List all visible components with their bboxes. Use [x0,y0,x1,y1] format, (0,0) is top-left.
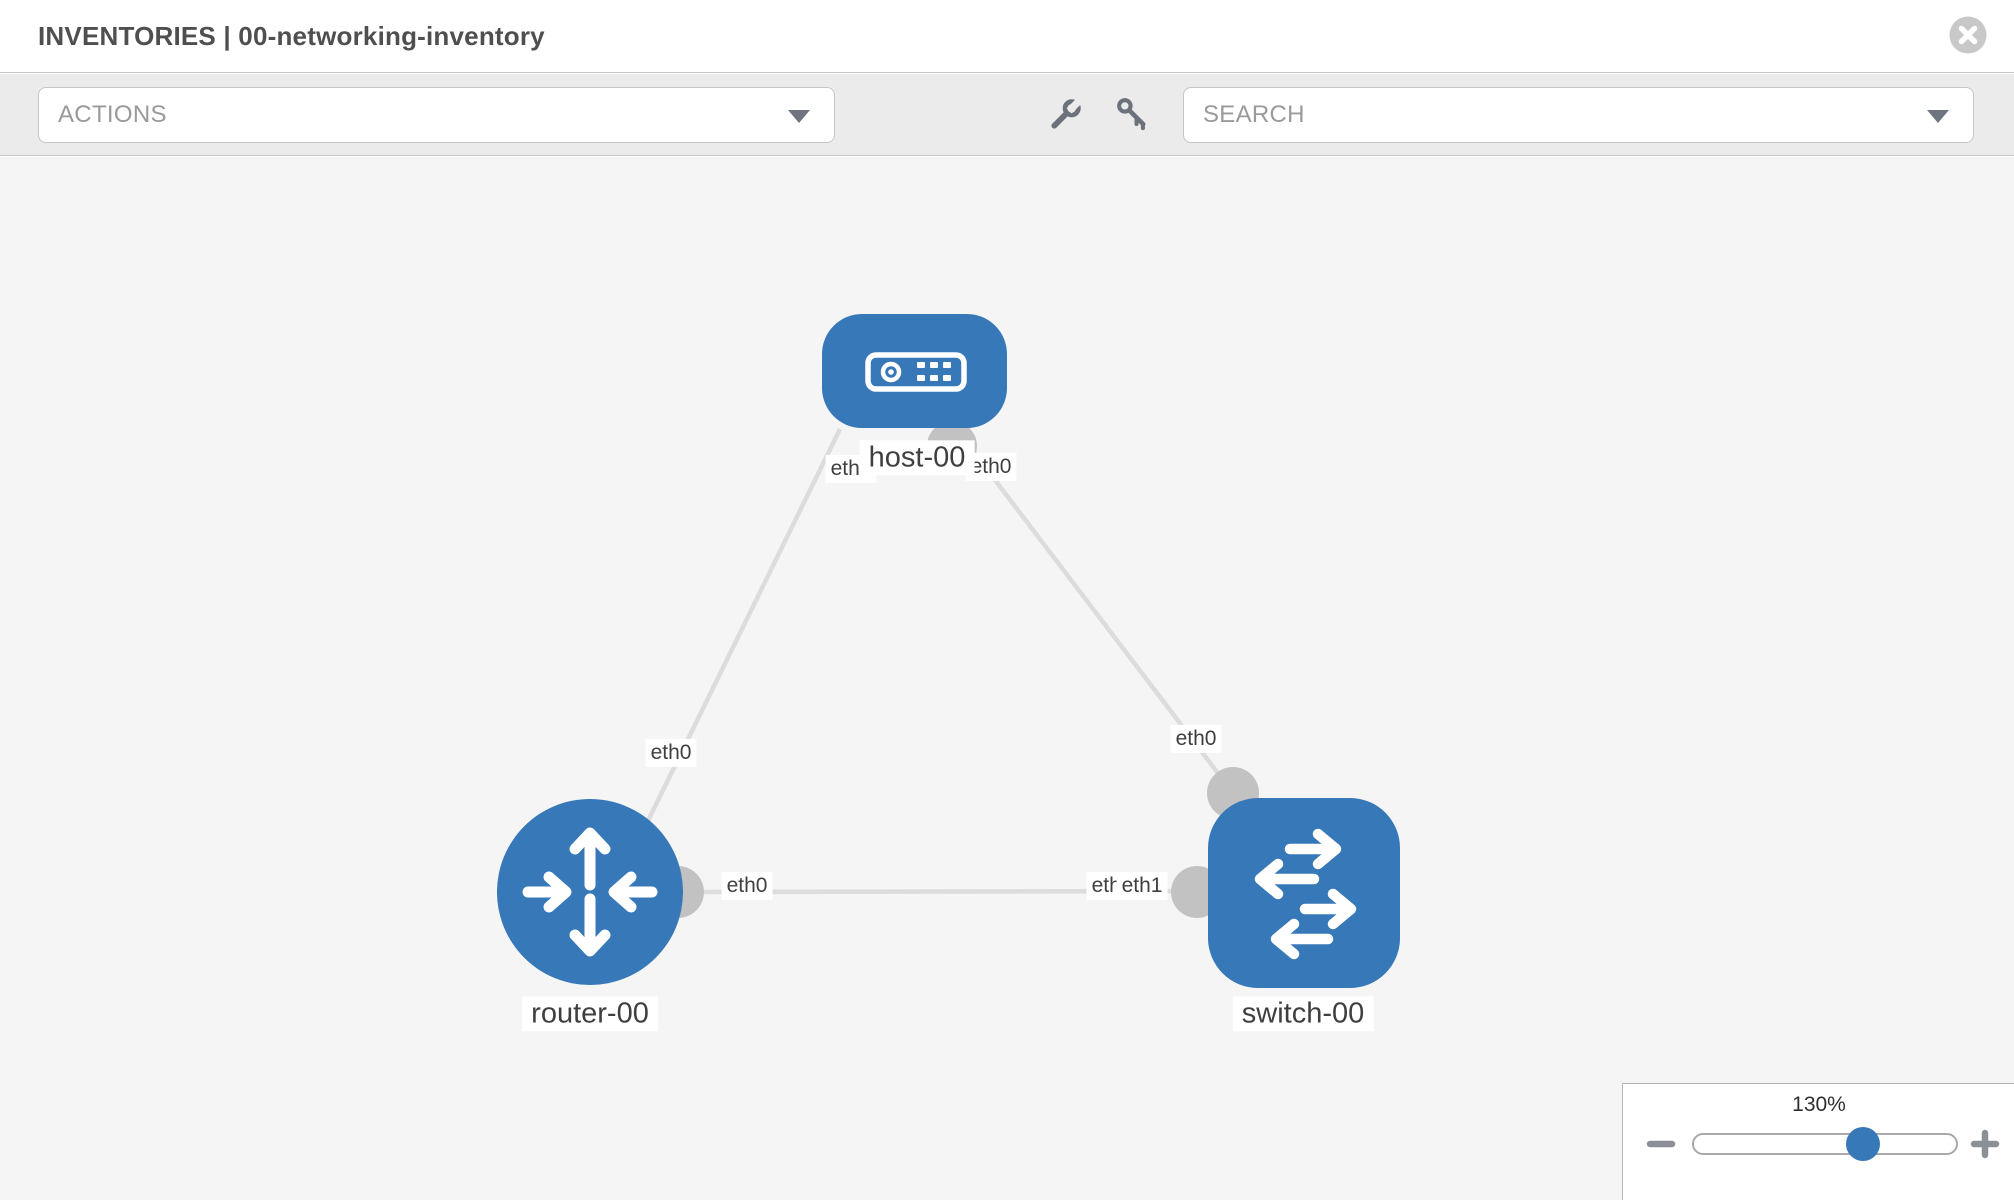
header: INVENTORIES | 00-networking-inventory [0,0,2014,73]
chevron-down-icon [1927,110,1949,123]
minus-icon [1646,1140,1676,1148]
node-label-router: router-00 [522,996,658,1032]
close-icon [1949,16,1987,54]
key-button[interactable] [1114,95,1152,133]
key-icon [1117,98,1146,131]
zoom-panel: 130% [1622,1083,2014,1200]
close-button[interactable] [1948,15,1988,55]
zoom-out-button[interactable] [1646,1129,1676,1159]
zoom-in-button[interactable] [1970,1129,2000,1159]
wrench-icon [1051,92,1088,129]
topology-canvas[interactable]: eth0 eth0 eth0 eth0 eth0 eth0 eth1 host-… [0,157,2014,1200]
zoom-slider-thumb[interactable] [1846,1127,1880,1161]
interface-label: eth0 [645,738,697,768]
zoom-level: 130% [1792,1093,1846,1116]
search-dropdown[interactable]: SEARCH [1183,87,1974,143]
node-label-switch: switch-00 [1232,996,1374,1032]
node-label-host: host-00 [859,440,975,476]
host-icon [865,352,967,392]
interface-label: eth0 [721,871,773,901]
plus-icon [1970,1129,2000,1159]
switch-icon [1254,828,1357,960]
actions-dropdown-label: ACTIONS [58,101,167,128]
actions-dropdown[interactable]: ACTIONS [38,87,835,143]
toolbar: ACTIONS SEARCH [0,74,2014,156]
router-icon [522,827,658,957]
node-host[interactable] [822,314,1007,428]
node-router[interactable] [497,799,683,985]
edge-host-router[interactable] [637,428,843,838]
chevron-down-icon [788,110,810,123]
interface-label: eth1 [1116,871,1168,901]
interface-label: eth0 [965,452,1017,482]
interface-label: eth0 [1170,724,1222,754]
node-switch[interactable] [1208,798,1400,988]
search-placeholder: SEARCH [1203,101,1305,128]
wrench-button[interactable] [1047,92,1088,133]
page-title: INVENTORIES | 00-networking-inventory [38,20,545,51]
zoom-slider-track[interactable] [1692,1133,1958,1155]
